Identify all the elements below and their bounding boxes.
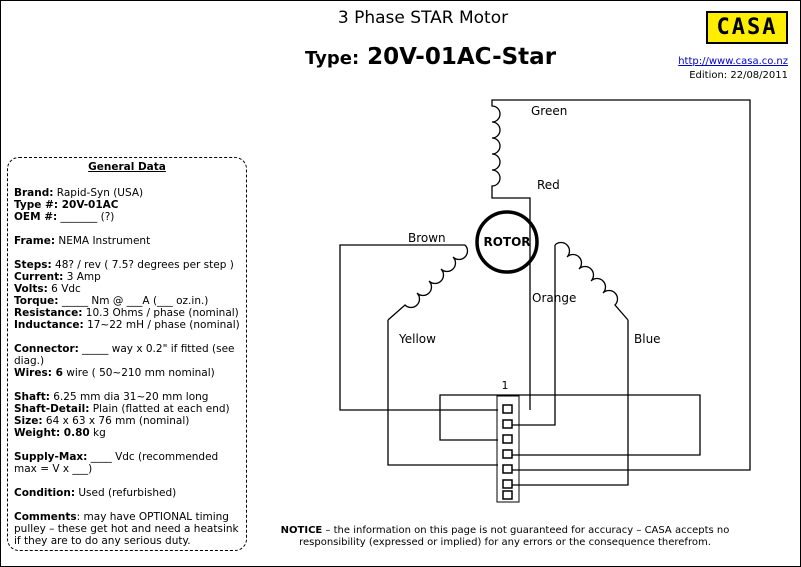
spec-value: _____ way x 0.2" if fitted (see diag.) <box>14 343 235 367</box>
spec-key: Condition: <box>14 487 76 499</box>
wire-pin-3 <box>439 394 701 456</box>
wire-orange <box>508 245 556 426</box>
wire-label-orange: Orange <box>532 291 576 305</box>
spec-row: Type #: 20V-01AC <box>14 199 240 211</box>
spec-row: Shaft: 6.25 mm dia 31~20 mm long <box>14 391 240 403</box>
spec-value: 0.80 <box>60 427 90 439</box>
wire-label-green: Green <box>531 104 567 118</box>
spec-key: Brand: <box>14 187 54 199</box>
connector-pin-label: 1 <box>502 379 509 392</box>
general-data-panel: General Data Brand: Rapid-Syn (USA)Type … <box>7 157 247 551</box>
notice-bold: NOTICE <box>280 525 323 536</box>
spec-key: Supply-Max: <box>14 451 88 463</box>
spec-row: Comments: may have OPTIONAL timing pulle… <box>14 511 240 547</box>
spec-row: Frame: NEMA Instrument <box>14 235 240 247</box>
connector-body <box>496 395 520 503</box>
spec-row: Volts: 6 Vdc <box>14 283 240 295</box>
spec-key: Comments <box>14 511 77 523</box>
spec-value: 20V-01AC <box>58 199 119 211</box>
spec-value: _____ Nm @ ___A (___ oz.in.) <box>58 295 209 307</box>
spec-key: Torque: <box>14 295 59 307</box>
spec-key: Resistance: <box>14 307 83 319</box>
spec-row: Condition: Used (refurbished) <box>14 487 240 499</box>
spec-key: Type #: <box>14 199 59 211</box>
page-title: 3 Phase STAR Motor <box>337 8 509 28</box>
spec-row: Brand: Rapid-Syn (USA) <box>14 187 240 199</box>
spec-row: Resistance: 10.3 Ohms / phase (nominal) <box>14 307 240 319</box>
spec-row: OEM #: _______ (?) <box>14 211 240 223</box>
spec-key: Volts: <box>14 283 48 295</box>
wire-brown <box>339 244 498 411</box>
casa-logo: CASA <box>706 11 788 44</box>
spec-value: : may have OPTIONAL timing pulley – thes… <box>14 511 239 547</box>
spec-key: Shaft: <box>14 391 50 403</box>
spec-value: _______ (?) <box>57 211 115 223</box>
spec-value: 6 Vdc <box>47 283 81 295</box>
notice-text: NOTICE – the information on this page is… <box>250 525 760 549</box>
spec-row: Inductance: 17~22 mH / phase (nominal) <box>14 319 240 331</box>
spec-row: Current: 3 Amp <box>14 271 240 283</box>
spec-key: Shaft-Detail: <box>14 403 90 415</box>
coil-brown-yellow <box>387 244 469 321</box>
spec-value: 17~22 mH / phase (nominal) <box>83 319 240 331</box>
spec-row: Shaft-Detail: Plain (flatted at each end… <box>14 403 240 415</box>
spec-row: Size: 64 x 63 x 76 mm (nominal) <box>14 415 240 427</box>
spec-row: Weight: 0.80 kg <box>14 427 240 439</box>
spec-value: NEMA Instrument <box>55 235 151 247</box>
spec-row: Supply-Max: ____ Vdc (recommended max = … <box>14 451 240 475</box>
spec-key: Frame: <box>14 235 56 247</box>
spec-value: 3 Amp <box>63 271 101 283</box>
rotor-circle <box>475 210 539 274</box>
wire-yellow <box>387 320 498 466</box>
coil-green-red <box>491 99 540 199</box>
spec-key: Steps: <box>14 259 52 271</box>
spec-value: Used (refurbished) <box>75 487 177 499</box>
spec-value: 48? / rev ( 7.5? degrees per step ) <box>51 259 234 271</box>
wire-label-blue: Blue <box>634 332 661 346</box>
spec-value: 6 <box>51 367 63 379</box>
rotor-label: ROTOR <box>483 235 530 249</box>
edition-text: Edition: 22/08/2011 <box>689 70 788 81</box>
spec-key: Connector: <box>14 343 79 355</box>
spec-value: 6.25 mm dia 31~20 mm long <box>49 391 209 403</box>
notice-body: – the information on this page is not gu… <box>299 525 730 548</box>
type-value: 20V-01AC-Star <box>367 44 557 70</box>
spec-value: 10.3 Ohms / phase (nominal) <box>82 307 239 319</box>
spec-key: Size: <box>14 415 43 427</box>
spec-value-suffix: wire ( 50~210 mm nominal) <box>62 367 215 379</box>
connector-pins <box>502 404 513 500</box>
spec-key: Current: <box>14 271 64 283</box>
spec-row: Wires: 6 wire ( 50~210 mm nominal) <box>14 367 240 379</box>
wire-label-yellow: Yellow <box>398 332 436 346</box>
general-data-heading: General Data <box>88 161 166 173</box>
type-line: Type: 20V-01AC-Star <box>305 44 556 70</box>
spec-key: Wires: <box>14 367 52 379</box>
wire-label-red: Red <box>537 178 560 192</box>
spec-key: Weight: <box>14 427 61 439</box>
spec-row: Torque: _____ Nm @ ___A (___ oz.in.) <box>14 295 240 307</box>
spec-row: Steps: 48? / rev ( 7.5? degrees per step… <box>14 259 240 271</box>
spec-row: Connector: _____ way x 0.2" if fitted (s… <box>14 343 240 367</box>
wire-label-brown: Brown <box>408 231 446 245</box>
spec-value: Rapid-Syn (USA) <box>53 187 144 199</box>
wire-red <box>510 197 531 410</box>
wire-green <box>508 99 751 471</box>
spec-value-suffix: kg <box>89 427 106 439</box>
website-link[interactable]: http://www.casa.co.nz <box>678 56 788 67</box>
spec-value: 64 x 63 x 76 mm (nominal) <box>42 415 190 427</box>
spec-key: OEM #: <box>14 211 58 223</box>
type-label: Type: <box>305 48 360 69</box>
spec-value: ____ Vdc (recommended max = V x ___) <box>14 451 219 475</box>
coil-orange-blue <box>554 241 629 321</box>
spec-value: Plain (flatted at each end) <box>89 403 230 415</box>
spec-key: Inductance: <box>14 319 84 331</box>
wire-blue <box>508 320 629 486</box>
